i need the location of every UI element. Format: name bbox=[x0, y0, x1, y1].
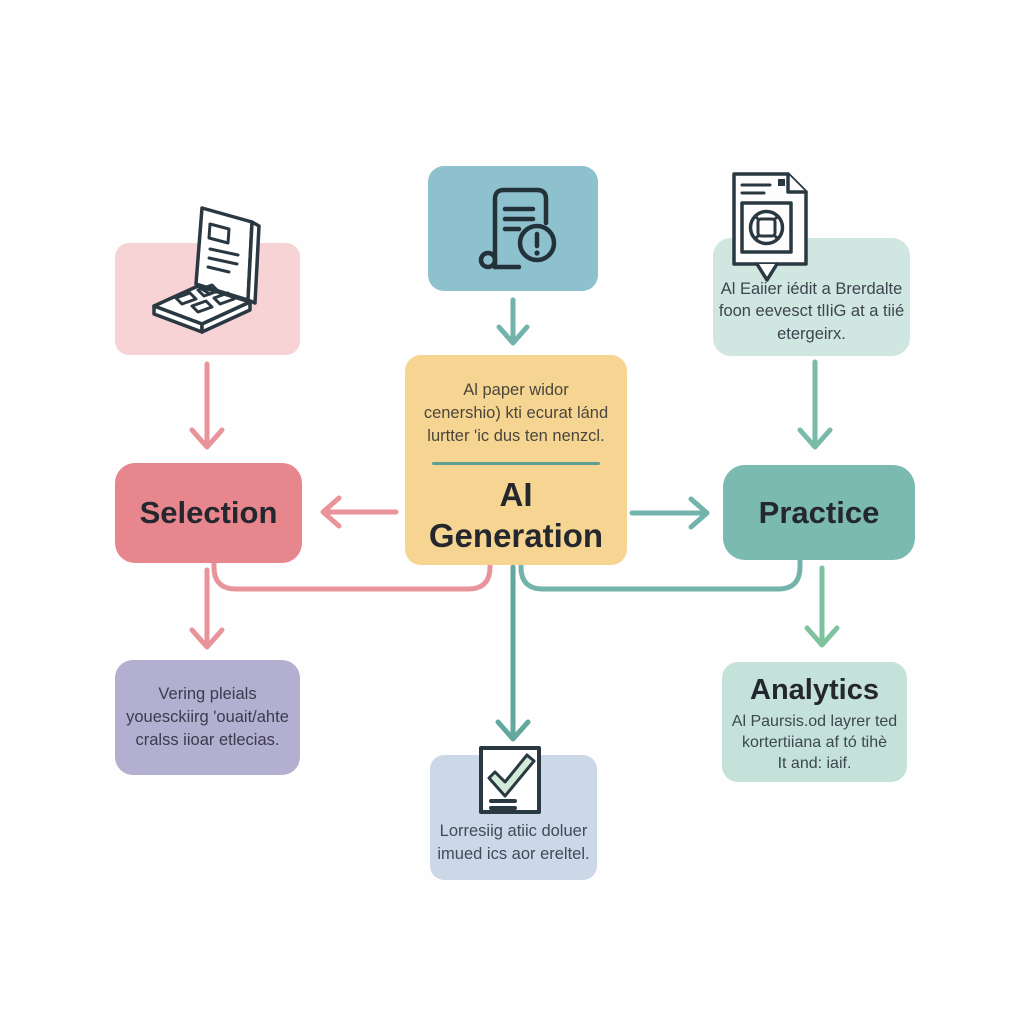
laptop-icon bbox=[152, 206, 261, 334]
arrow-topright-to-practice bbox=[797, 359, 833, 450]
arrow-practice-to-analytics bbox=[804, 565, 840, 648]
selection-label: Selection bbox=[139, 495, 278, 530]
ai-generation-divider bbox=[432, 462, 600, 466]
arrow-aigeneration-to-practice bbox=[629, 496, 710, 530]
analytics-title: Analytics bbox=[750, 674, 879, 706]
node-source-document bbox=[428, 166, 598, 291]
ai-generation-description: Al paper widor cenershio) kti ecurat lán… bbox=[423, 381, 609, 445]
node-question-pool: Vering pleials youesckiirg 'ouait/ahte c… bbox=[115, 660, 300, 775]
arrow-aigeneration-to-bottomcenter bbox=[495, 564, 531, 742]
node-analytics: Analytics Al Paursis.od layrer ted korte… bbox=[722, 662, 907, 782]
arrow-topleft-to-selection bbox=[189, 361, 225, 450]
template-note-text: Al Eaiier iédit a Brerdalte foon eevesct… bbox=[718, 279, 905, 344]
analytics-text: Al Paursis.od layrer ted kortertiiana af… bbox=[731, 713, 898, 773]
node-selection: Selection bbox=[115, 463, 302, 563]
connector-selection-elbow bbox=[211, 558, 493, 592]
arrow-aigeneration-to-selection bbox=[320, 495, 399, 529]
question-pool-text: Vering pleials youesckiirg 'ouait/ahte c… bbox=[126, 685, 289, 749]
checklist-icon bbox=[479, 746, 541, 814]
arrow-selection-to-bottomleft bbox=[189, 567, 225, 650]
ai-generation-title: AI Generation bbox=[428, 476, 604, 554]
arrow-topcenter-to-aigeneration bbox=[496, 297, 530, 346]
document-globe-icon bbox=[732, 172, 808, 282]
document-alert-icon bbox=[478, 187, 557, 269]
practice-label: Practice bbox=[758, 494, 880, 530]
connector-practice-elbow bbox=[518, 558, 803, 592]
review-check-text: Lorresiig atiic doluer imued ics aor ere… bbox=[437, 822, 590, 864]
node-practice: Practice bbox=[723, 465, 915, 560]
node-ai-generation: Al paper widor cenershio) kti ecurat lán… bbox=[405, 355, 627, 565]
